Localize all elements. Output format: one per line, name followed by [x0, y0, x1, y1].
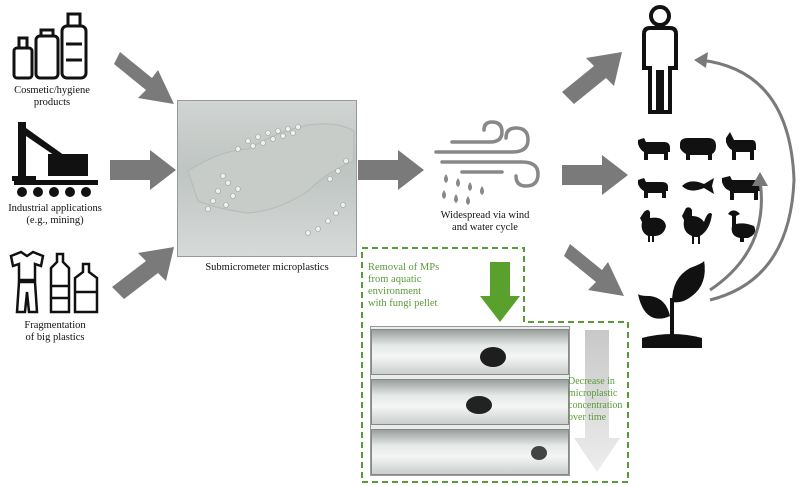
petri-dish-1	[371, 329, 569, 375]
arrow-spread-to-human	[562, 52, 622, 104]
cosmetic-bottles-icon	[12, 12, 88, 80]
arrow-cosmetic-to-micro	[114, 52, 174, 104]
arrow-fragmentation-to-micro	[112, 247, 174, 299]
rooster-icon	[682, 207, 712, 244]
cow-icon	[638, 138, 670, 160]
decrease-arrow	[574, 330, 620, 472]
plant-icon	[638, 260, 705, 348]
pig-icon	[680, 138, 716, 160]
drilling-rig-icon	[12, 122, 98, 197]
spread-label: Widespread via wind and water cycle	[440, 210, 530, 233]
hen-icon	[640, 210, 666, 242]
decrease-label: Decrease in microplastic concentration o…	[568, 376, 623, 423]
goat-icon	[726, 132, 756, 160]
wind-rain-icon	[434, 120, 540, 205]
duck-icon	[728, 210, 756, 242]
fragmentation-label: Fragmentation of big plastics	[24, 320, 86, 343]
cow-icon	[638, 178, 668, 198]
clothes-bottles-icon	[9, 250, 99, 314]
petri-dishes-photo	[370, 326, 570, 476]
arrow-industrial-to-micro	[110, 150, 176, 190]
microplastics-photo	[177, 100, 357, 257]
bull-icon	[722, 176, 760, 200]
fish-icon	[682, 178, 714, 194]
green-down-arrow	[480, 262, 520, 322]
human-icon	[642, 5, 678, 114]
arrow-spread-to-animals	[562, 155, 628, 195]
micro-label: Submicrometer microplastics	[205, 262, 329, 273]
arrow-micro-to-spread	[358, 150, 424, 190]
feedback-arrows	[694, 52, 796, 302]
industrial-label: Industrial applications (e.g., mining)	[8, 203, 102, 226]
removal-label: Removal of MPs from aquatic environment …	[368, 262, 440, 309]
removal-box-border	[361, 247, 629, 483]
arrow-spread-to-plant	[564, 244, 624, 296]
cosmetic-label: Cosmetic/hygiene products	[14, 85, 90, 108]
